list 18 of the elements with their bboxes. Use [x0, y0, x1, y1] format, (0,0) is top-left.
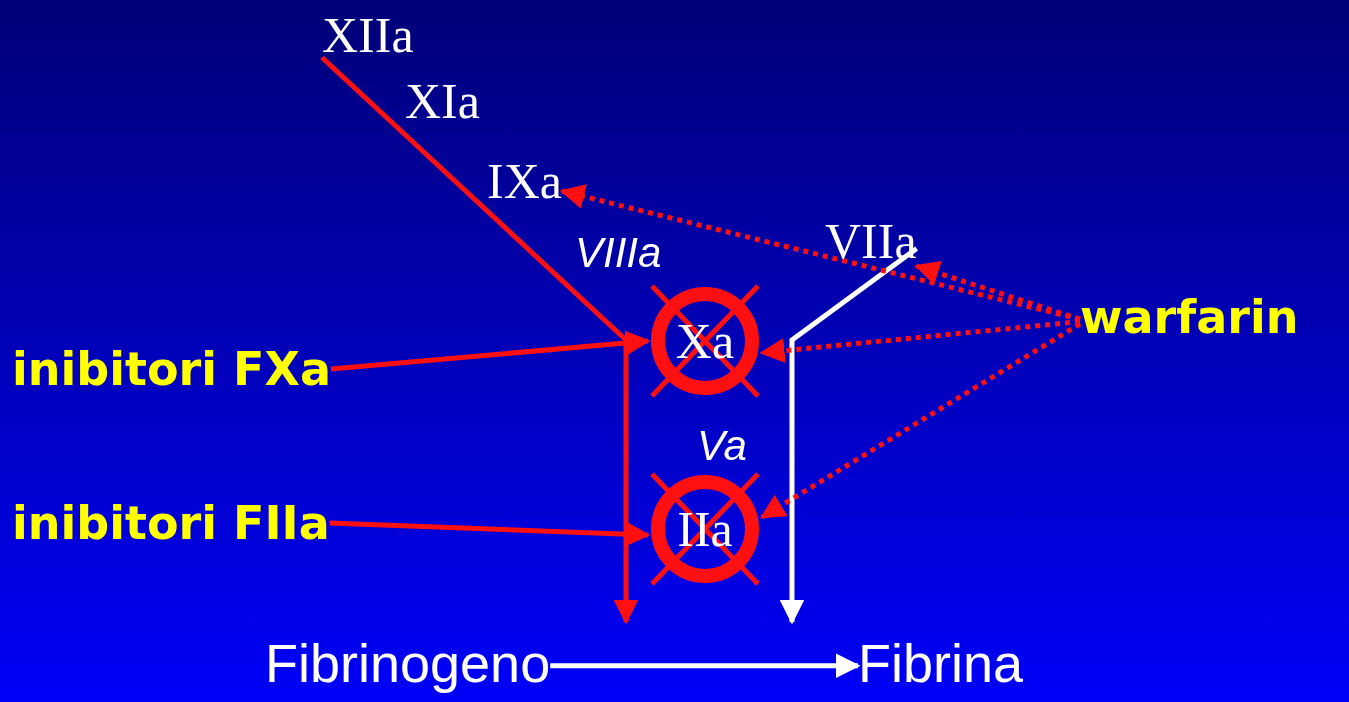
arrow	[779, 246, 919, 625]
arrow	[759, 321, 1082, 520]
arrow	[330, 330, 651, 372]
arrow	[320, 55, 639, 625]
factor-label: XIIa	[322, 10, 414, 60]
factor-label: IXa	[487, 156, 562, 206]
arrow	[914, 261, 1081, 322]
arrow	[329, 520, 651, 547]
drug-label: warfarin	[1080, 294, 1299, 340]
drug-label: inibitori FXa	[12, 346, 331, 392]
drug-label: inibitori FIIa	[12, 500, 330, 546]
arrow	[759, 319, 1081, 364]
factor-label: Fibrina	[858, 636, 1024, 690]
factor-label: VIIa	[825, 216, 917, 266]
factor-label: VIIIa	[575, 232, 662, 274]
factor-label: XIa	[405, 76, 480, 126]
arrow	[550, 653, 861, 679]
factor-label: Va	[697, 425, 747, 467]
